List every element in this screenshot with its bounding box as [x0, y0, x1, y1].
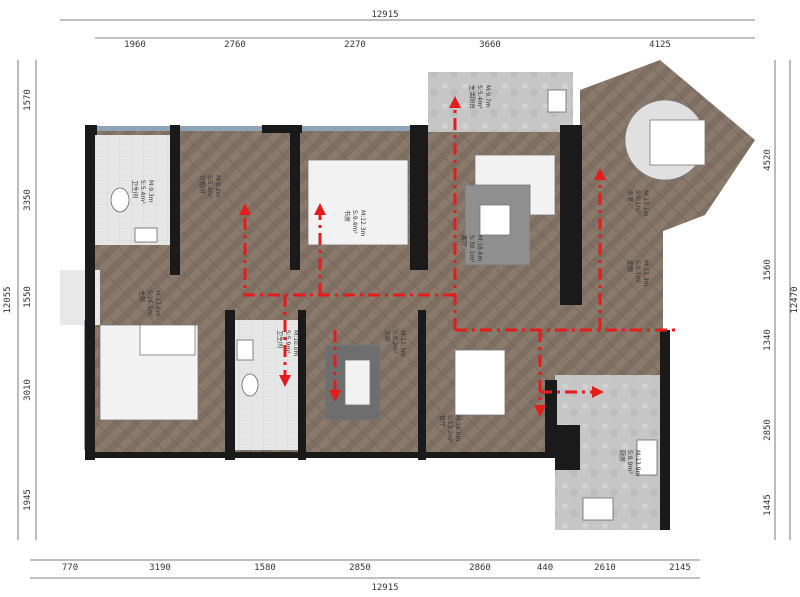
svg-text:1560: 1560 — [763, 259, 773, 281]
svg-text:1550: 1550 — [23, 286, 33, 308]
svg-text:M:12.3m: M:12.3m — [359, 210, 366, 237]
svg-text:S:9.2m²: S:9.2m² — [391, 330, 398, 354]
svg-text:厨房: 厨房 — [618, 450, 626, 462]
room-label-kitchen: 厨房 S:8.9m² M:13.9m — [618, 450, 641, 477]
svg-text:M:9.3m: M:9.3m — [147, 180, 154, 203]
room-label-corridor: 走廊 S:8.1m² M:13.3m — [626, 260, 649, 287]
svg-text:2850: 2850 — [349, 563, 371, 573]
svg-text:S:16.5m²: S:16.5m² — [146, 290, 153, 318]
room-label-balcony: 生活阳台 S:5.4m² M:9.7m — [468, 85, 491, 109]
toilet-1 — [110, 187, 130, 213]
svg-text:4520: 4520 — [763, 149, 773, 171]
svg-text:2270: 2270 — [344, 40, 366, 50]
svg-text:S:9.4m²: S:9.4m² — [351, 210, 358, 234]
room-label-study: 书房 S:9.4m² M:12.3m — [343, 210, 366, 237]
stove — [636, 439, 658, 476]
kitchen-sink — [582, 497, 614, 521]
svg-text:M:10.0m: M:10.0m — [292, 330, 299, 357]
svg-text:3190: 3190 — [149, 563, 171, 573]
balcony-sink — [547, 89, 567, 113]
svg-text:S:9.1m²: S:9.1m² — [634, 190, 641, 214]
svg-text:书房: 书房 — [343, 210, 351, 222]
left-total-dim: 12055 — [3, 286, 13, 313]
svg-text:M:18.6m: M:18.6m — [476, 235, 483, 262]
svg-text:客厅: 客厅 — [460, 235, 468, 247]
svg-text:2850: 2850 — [763, 419, 773, 441]
fixtures — [110, 89, 658, 521]
svg-text:S:30.1m²: S:30.1m² — [468, 235, 475, 263]
svg-text:1570: 1570 — [23, 89, 33, 111]
room-label-living: 客厅 S:30.1m² M:18.6m — [460, 235, 483, 263]
svg-text:2610: 2610 — [594, 563, 616, 573]
svg-text:餐厅: 餐厅 — [438, 415, 446, 427]
sink-1 — [134, 227, 158, 243]
svg-text:1445: 1445 — [763, 494, 773, 516]
study-desk — [307, 159, 409, 246]
room-label-dining: 餐厅 S:13.2m² M:16.0m — [438, 415, 461, 443]
svg-text:M:13.3m: M:13.3m — [642, 260, 649, 287]
room-label-bathroom-2: 卫生间 S:5.9m² M:10.0m — [276, 330, 299, 357]
svg-text:主卧: 主卧 — [138, 290, 146, 302]
dining-table — [454, 349, 506, 416]
svg-text:3350: 3350 — [23, 189, 33, 211]
svg-text:卧室: 卧室 — [626, 190, 634, 202]
room-label-closet: 衣帽间 S:5.3m² M:9.2m — [198, 175, 221, 199]
arrow-heads — [239, 96, 606, 417]
svg-text:1945: 1945 — [23, 489, 33, 511]
svg-text:1340: 1340 — [763, 329, 773, 351]
svg-text:M:9.7m: M:9.7m — [484, 85, 491, 108]
room-label-bedroom: 卧室 S:9.1m² M:13.1m — [626, 190, 649, 217]
svg-text:3660: 3660 — [479, 40, 501, 50]
svg-text:走廊: 走廊 — [626, 260, 634, 272]
svg-text:生活阳台: 生活阳台 — [468, 85, 476, 109]
svg-text:M:9.2m: M:9.2m — [214, 175, 221, 198]
walls — [85, 125, 670, 530]
svg-text:M:16.0m: M:16.0m — [454, 415, 461, 442]
svg-text:440: 440 — [537, 563, 553, 573]
circulation-arrows — [243, 110, 680, 410]
dimension-lines — [17, 19, 791, 579]
furniture — [99, 99, 706, 421]
svg-text:770: 770 — [62, 563, 78, 573]
svg-text:2145: 2145 — [669, 563, 691, 573]
bottom-total-dim: 12915 — [371, 583, 398, 593]
svg-text:S:5.4m²: S:5.4m² — [139, 180, 146, 204]
svg-text:S:5.4m²: S:5.4m² — [476, 85, 483, 109]
svg-text:次卧: 次卧 — [383, 330, 391, 342]
svg-text:2760: 2760 — [224, 40, 246, 50]
svg-text:卫生间: 卫生间 — [276, 330, 284, 348]
svg-text:S:8.9m²: S:8.9m² — [626, 450, 633, 474]
svg-text:3010: 3010 — [23, 379, 33, 401]
svg-text:4125: 4125 — [649, 40, 671, 50]
toilet-2 — [241, 373, 259, 397]
svg-text:S:5.3m²: S:5.3m² — [206, 175, 213, 199]
svg-text:1580: 1580 — [254, 563, 276, 573]
svg-text:S:13.2m²: S:13.2m² — [446, 415, 453, 443]
room-labels: 卫生间 S:5.4m² M:9.3m 衣帽间 S:5.3m² M:9.2m 书房… — [131, 85, 649, 477]
right-total-dim: 12470 — [790, 286, 800, 313]
svg-text:1960: 1960 — [124, 40, 146, 50]
svg-text:M:17.0m: M:17.0m — [154, 290, 161, 317]
svg-text:卫生间: 卫生间 — [131, 180, 139, 198]
room-label-bathroom-1: 卫生间 S:5.4m² M:9.3m — [131, 180, 154, 204]
room-label-second-bedroom: 次卧 S:9.2m² M:12.3m — [383, 330, 406, 357]
top-total-dim: 12915 — [371, 10, 398, 20]
dimension-labels: 12915 1960 2760 2270 3660 4125 12915 770… — [3, 10, 800, 593]
svg-text:M:13.1m: M:13.1m — [642, 190, 649, 217]
svg-text:S:5.9m²: S:5.9m² — [284, 330, 291, 354]
svg-text:M:13.9m: M:13.9m — [634, 450, 641, 477]
room-label-master-bedroom: 主卧 S:16.5m² M:17.0m — [138, 290, 161, 318]
svg-text:S:8.1m²: S:8.1m² — [634, 260, 641, 284]
sink-2 — [236, 339, 254, 361]
svg-text:2860: 2860 — [469, 563, 491, 573]
svg-text:衣帽间: 衣帽间 — [198, 175, 206, 193]
svg-text:M:12.3m: M:12.3m — [399, 330, 406, 357]
